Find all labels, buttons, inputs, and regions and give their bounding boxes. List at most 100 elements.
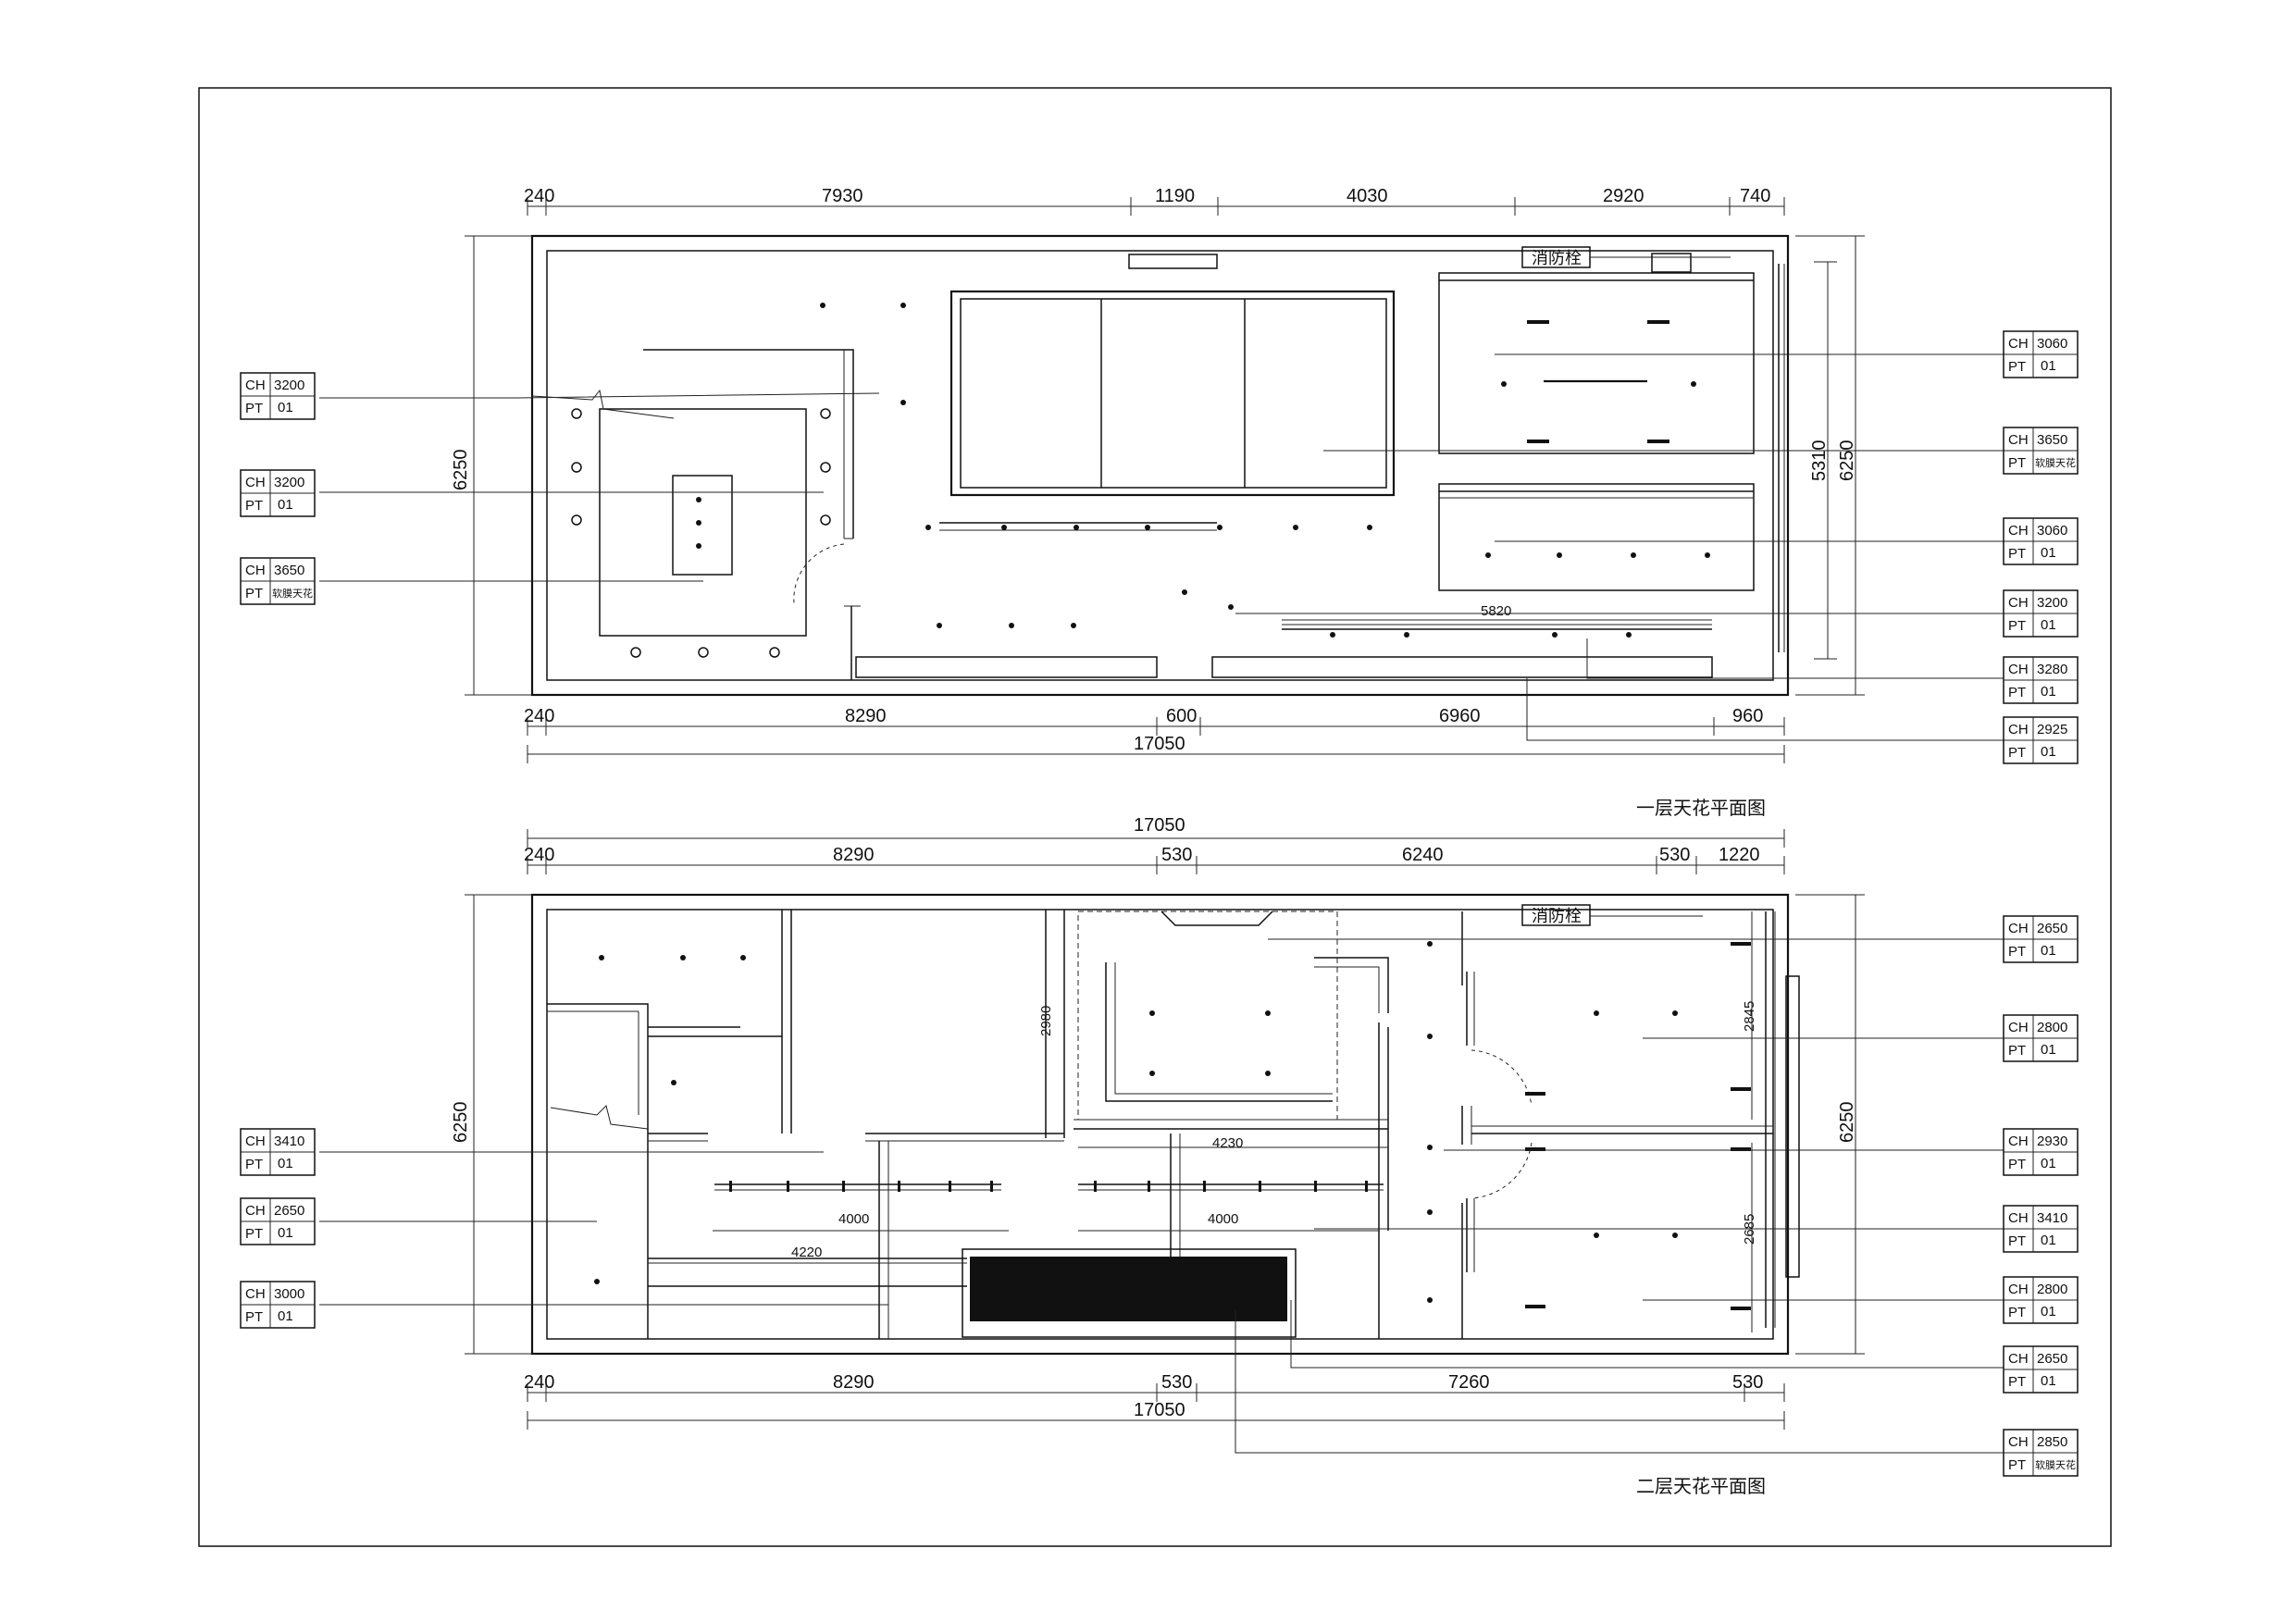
plan1-downlights	[571, 303, 1710, 658]
tag-pt-label: PT	[2008, 455, 2026, 471]
tag-pt-value: 01	[2041, 1304, 2056, 1319]
tag-ch-value: 3060	[2037, 336, 2067, 352]
tag-pt-label: PT	[245, 498, 263, 514]
plan1-top-dim-2: 1190	[1155, 186, 1195, 206]
tag-ch-label: CH	[2008, 1351, 2029, 1367]
plan1-bottom-dimension-line	[527, 717, 1785, 763]
tag-pt-value: 01	[278, 400, 293, 415]
plan1-central-box-inner	[960, 298, 1387, 489]
tag-ch-value: 3650	[2037, 432, 2067, 448]
tag-pt-value: 01	[2041, 545, 2056, 561]
plan2-dim-2845: 2845	[1742, 1001, 1757, 1032]
plan1-inner-box	[672, 475, 733, 576]
tag-ch-label: CH	[2008, 432, 2029, 448]
tag-pt-value: 01	[278, 1308, 293, 1324]
plan2-top-dim-0: 240	[524, 845, 554, 865]
plan1-top-dim-4: 2920	[1603, 186, 1644, 206]
plan1-top-dim-5: 740	[1740, 186, 1770, 206]
plan2-bottom-dimension-lines	[527, 1383, 1785, 1430]
plan2-right-dimension	[1795, 894, 1865, 1355]
tag-ch-value: 3410	[2037, 1210, 2067, 1226]
tag-ch-value: 2930	[2037, 1134, 2067, 1149]
tag-pt-label: PT	[2008, 745, 2026, 761]
tag-pt-value: 软膜天花	[2035, 1458, 2076, 1471]
plan2-recess	[1077, 911, 1338, 1121]
tag-ch-value: 3200	[2037, 595, 2067, 611]
tag-pt-value: 01	[278, 1156, 293, 1171]
plan2-top-dim-1: 8290	[833, 845, 875, 865]
tag-pt-value: 01	[278, 1225, 293, 1241]
plan2-dark-block-frame	[962, 1248, 1297, 1338]
tag-pt-label: PT	[2008, 618, 2026, 634]
tag-ch-label: CH	[2008, 722, 2029, 737]
plan1-bottom-dim-4: 960	[1732, 706, 1763, 726]
tag-ch-value: 2925	[2037, 722, 2067, 737]
sheet-border	[198, 87, 2112, 1547]
tag-ch-value: 2850	[2037, 1434, 2067, 1450]
plan2-rails	[648, 1146, 1388, 1264]
plan2-door-arc-2	[1471, 1142, 1533, 1199]
plan2-door-arc-1	[1471, 1049, 1533, 1107]
plan1-central-box-outer	[949, 290, 1396, 497]
plan2-top-dimension-lines	[527, 829, 1785, 874]
plan2-dim-4230: 4230	[1212, 1135, 1243, 1151]
tag-pt-value: 01	[2041, 358, 2056, 374]
tag-pt-label: PT	[245, 401, 263, 416]
tag-pt-value: 01	[2041, 1373, 2056, 1389]
tag-pt-label: PT	[2008, 359, 2026, 375]
tag-pt-label: PT	[245, 1157, 263, 1172]
tag-ch-label: CH	[2008, 1020, 2029, 1035]
plan2-top-dim-2: 530	[1161, 845, 1192, 865]
plan2-hydrant: 消防栓	[1532, 907, 1582, 926]
tag-ch-label: CH	[245, 1134, 266, 1149]
plan1-door-arc	[793, 543, 845, 604]
plan1-inner-dim: 5820	[1481, 603, 1511, 619]
tag-ch-label: CH	[2008, 1434, 2029, 1450]
tag-ch-label: CH	[245, 1203, 266, 1219]
plan1-height-right-inner: 5310	[1809, 440, 1830, 482]
tag-pt-value: 01	[2041, 684, 2056, 700]
tag-pt-label: PT	[2008, 1457, 2026, 1473]
plan2-height-left: 6250	[451, 1102, 471, 1144]
tag-pt-value: 软膜天花	[2035, 456, 2076, 469]
plan1-panel-lower	[1438, 483, 1755, 591]
plan2-inner-wall	[546, 909, 1774, 1340]
plan2-fixtures	[594, 941, 1751, 1310]
tag-ch-value: 3200	[274, 378, 304, 393]
plan1-top-dim-0: 240	[524, 186, 554, 206]
plan2-bottom-dim-1: 8290	[833, 1372, 875, 1393]
plan2-dim-4000b: 4000	[1208, 1211, 1238, 1227]
tag-pt-value: 01	[2041, 617, 2056, 633]
tag-ch-value: 3650	[274, 563, 304, 578]
tag-ch-label: CH	[2008, 1282, 2029, 1297]
plan1-bottom-dim-2: 600	[1166, 706, 1197, 726]
plan1-partition	[643, 349, 854, 539]
tag-ch-label: CH	[245, 378, 266, 393]
tag-ch-value: 3060	[2037, 523, 2067, 539]
plan2-dark-block	[970, 1257, 1287, 1321]
plan1-left-dimension	[465, 235, 532, 696]
plan1-bottom-dim-0: 240	[524, 706, 554, 726]
plan1-right-dimension	[1795, 235, 1865, 696]
tag-pt-value: 01	[2041, 744, 2056, 760]
plan1-bottom-dim-1: 8290	[845, 706, 887, 726]
plan1-room-square	[599, 408, 807, 637]
tag-pt-label: PT	[245, 1226, 263, 1242]
plan1-top-dim-3: 4030	[1347, 186, 1388, 206]
tag-pt-value: 软膜天花	[272, 587, 313, 600]
plan1-title: 一层天花平面图	[1636, 797, 1766, 819]
plan1-top-dim-1: 7930	[822, 186, 863, 206]
plan2-title: 二层天花平面图	[1636, 1475, 1766, 1497]
tag-ch-value: 3280	[2037, 662, 2067, 677]
